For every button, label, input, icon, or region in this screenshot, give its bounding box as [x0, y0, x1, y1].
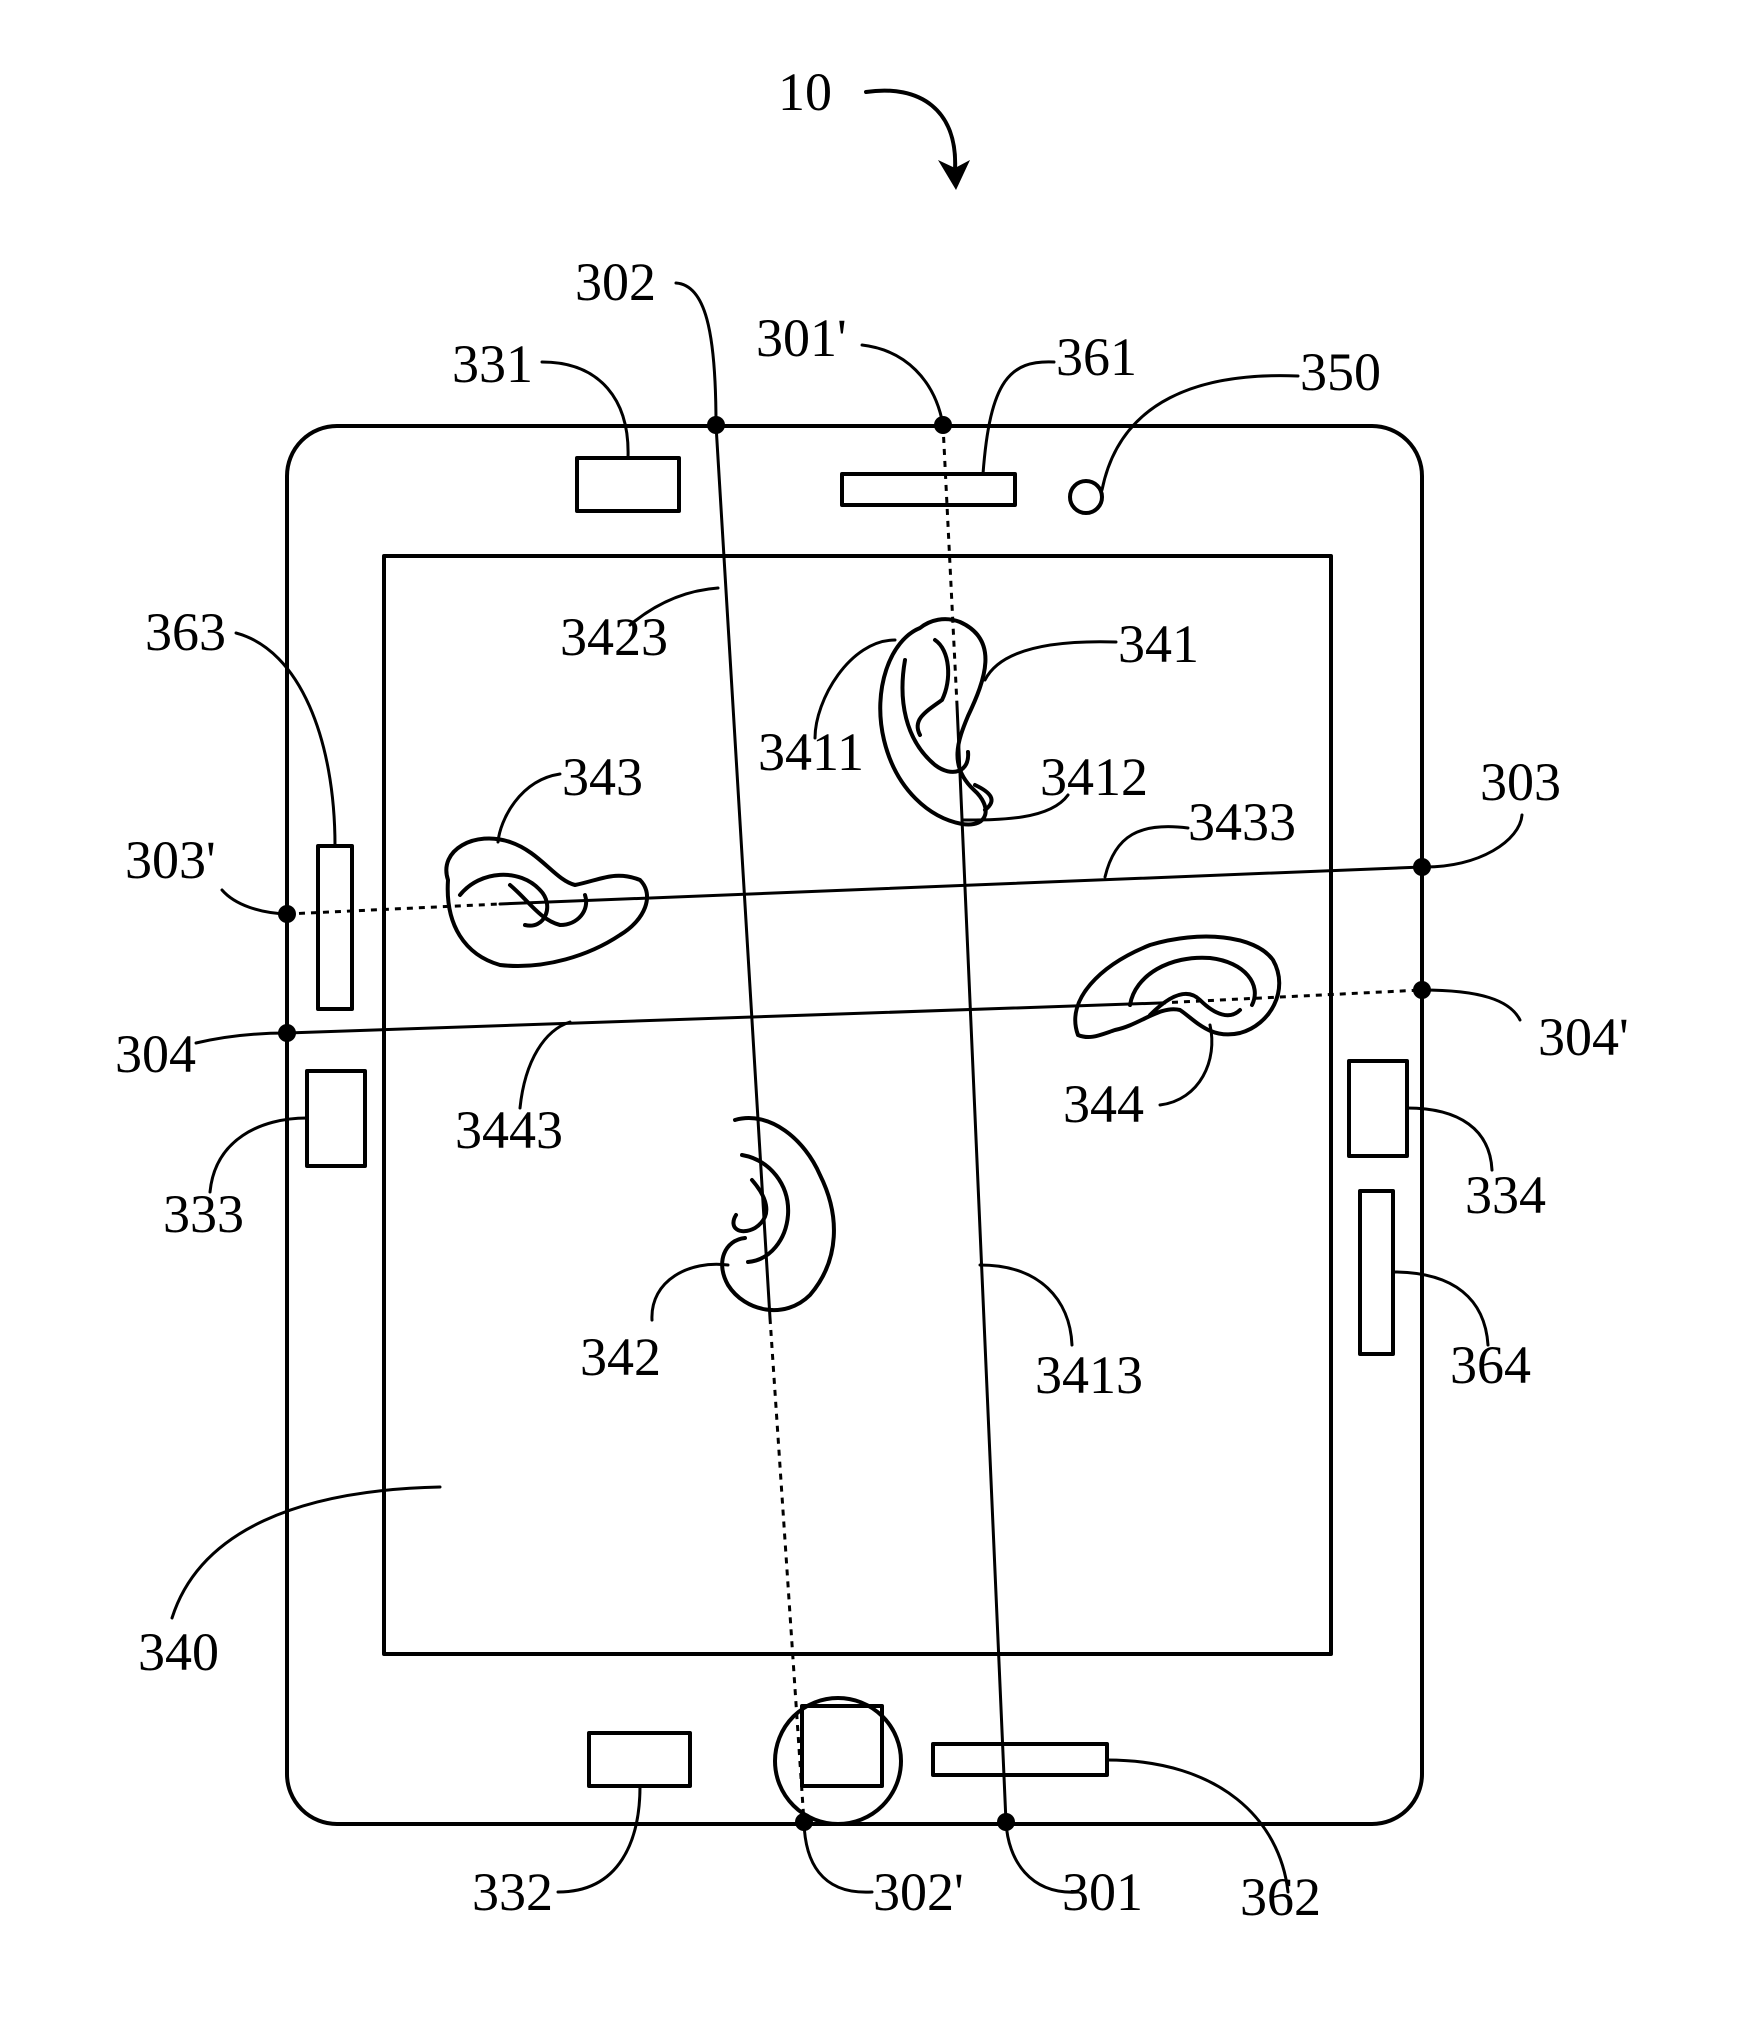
- leader-342: [652, 1264, 728, 1320]
- leader-301-prime: [862, 345, 943, 425]
- label-304-prime: 304': [1538, 1007, 1629, 1067]
- label-340: 340: [138, 1622, 219, 1682]
- label-342: 342: [580, 1327, 661, 1387]
- label-331: 331: [452, 334, 533, 394]
- leader-344: [1160, 1025, 1212, 1105]
- label-302: 302: [575, 252, 656, 312]
- leader-361: [983, 362, 1054, 474]
- label-3412: 3412: [1040, 747, 1148, 807]
- label-3413: 3413: [1035, 1345, 1143, 1405]
- figure-ref-label: 10: [778, 62, 832, 122]
- leader-304-prime: [1422, 990, 1520, 1020]
- label-303-prime: 303': [125, 830, 216, 890]
- leader-350: [1102, 376, 1298, 490]
- component-361: [842, 474, 1015, 505]
- leader-331: [542, 362, 628, 458]
- label-3423: 3423: [560, 607, 668, 667]
- label-344: 344: [1063, 1074, 1144, 1134]
- label-350: 350: [1300, 342, 1381, 402]
- line-304-solid: [287, 1003, 1160, 1033]
- component-332: [589, 1733, 690, 1786]
- component-333: [307, 1071, 365, 1166]
- line-303-solid: [500, 867, 1422, 904]
- leader-3413: [980, 1265, 1072, 1345]
- ear-343: [446, 838, 647, 966]
- ear-344: [1075, 937, 1279, 1038]
- leader-302-prime: [804, 1822, 872, 1892]
- component-362: [933, 1744, 1107, 1775]
- label-334: 334: [1465, 1165, 1546, 1225]
- ear-342: [722, 1118, 834, 1310]
- leader-302: [676, 283, 716, 425]
- leader-334: [1407, 1108, 1492, 1170]
- label-333: 333: [163, 1184, 244, 1244]
- label-304: 304: [115, 1024, 196, 1084]
- leader-303: [1422, 815, 1522, 867]
- component-331: [577, 458, 679, 511]
- figure-ref-arrow: [866, 91, 955, 170]
- leader-304: [196, 1033, 287, 1043]
- label-302-prime: 302': [873, 1862, 964, 1922]
- leader-343: [498, 774, 560, 842]
- leader-333: [210, 1118, 307, 1192]
- leader-341: [985, 642, 1116, 680]
- leader-3443: [520, 1022, 570, 1108]
- label-362: 362: [1240, 1867, 1321, 1927]
- label-3443: 3443: [455, 1100, 563, 1160]
- line-301-dashed: [943, 425, 957, 705]
- label-363: 363: [145, 602, 226, 662]
- label-3433: 3433: [1188, 792, 1296, 852]
- ear-341: [880, 619, 991, 824]
- line-302-solid: [716, 425, 770, 1318]
- component-350-camera: [1070, 481, 1102, 513]
- label-361: 361: [1056, 327, 1137, 387]
- leader-340: [172, 1487, 440, 1618]
- home-button-square: [802, 1706, 882, 1786]
- leader-332: [558, 1786, 640, 1892]
- leader-303-prime: [222, 890, 287, 914]
- label-301: 301: [1062, 1862, 1143, 1922]
- label-3411: 3411: [758, 722, 864, 782]
- component-363: [318, 846, 352, 1009]
- label-341: 341: [1118, 614, 1199, 674]
- leader-3433: [1105, 827, 1188, 877]
- component-334: [1349, 1061, 1407, 1156]
- label-332: 332: [472, 1862, 553, 1922]
- label-343: 343: [562, 747, 643, 807]
- component-364: [1360, 1191, 1393, 1354]
- label-301-prime: 301': [756, 308, 847, 368]
- label-364: 364: [1450, 1335, 1531, 1395]
- label-303: 303: [1480, 752, 1561, 812]
